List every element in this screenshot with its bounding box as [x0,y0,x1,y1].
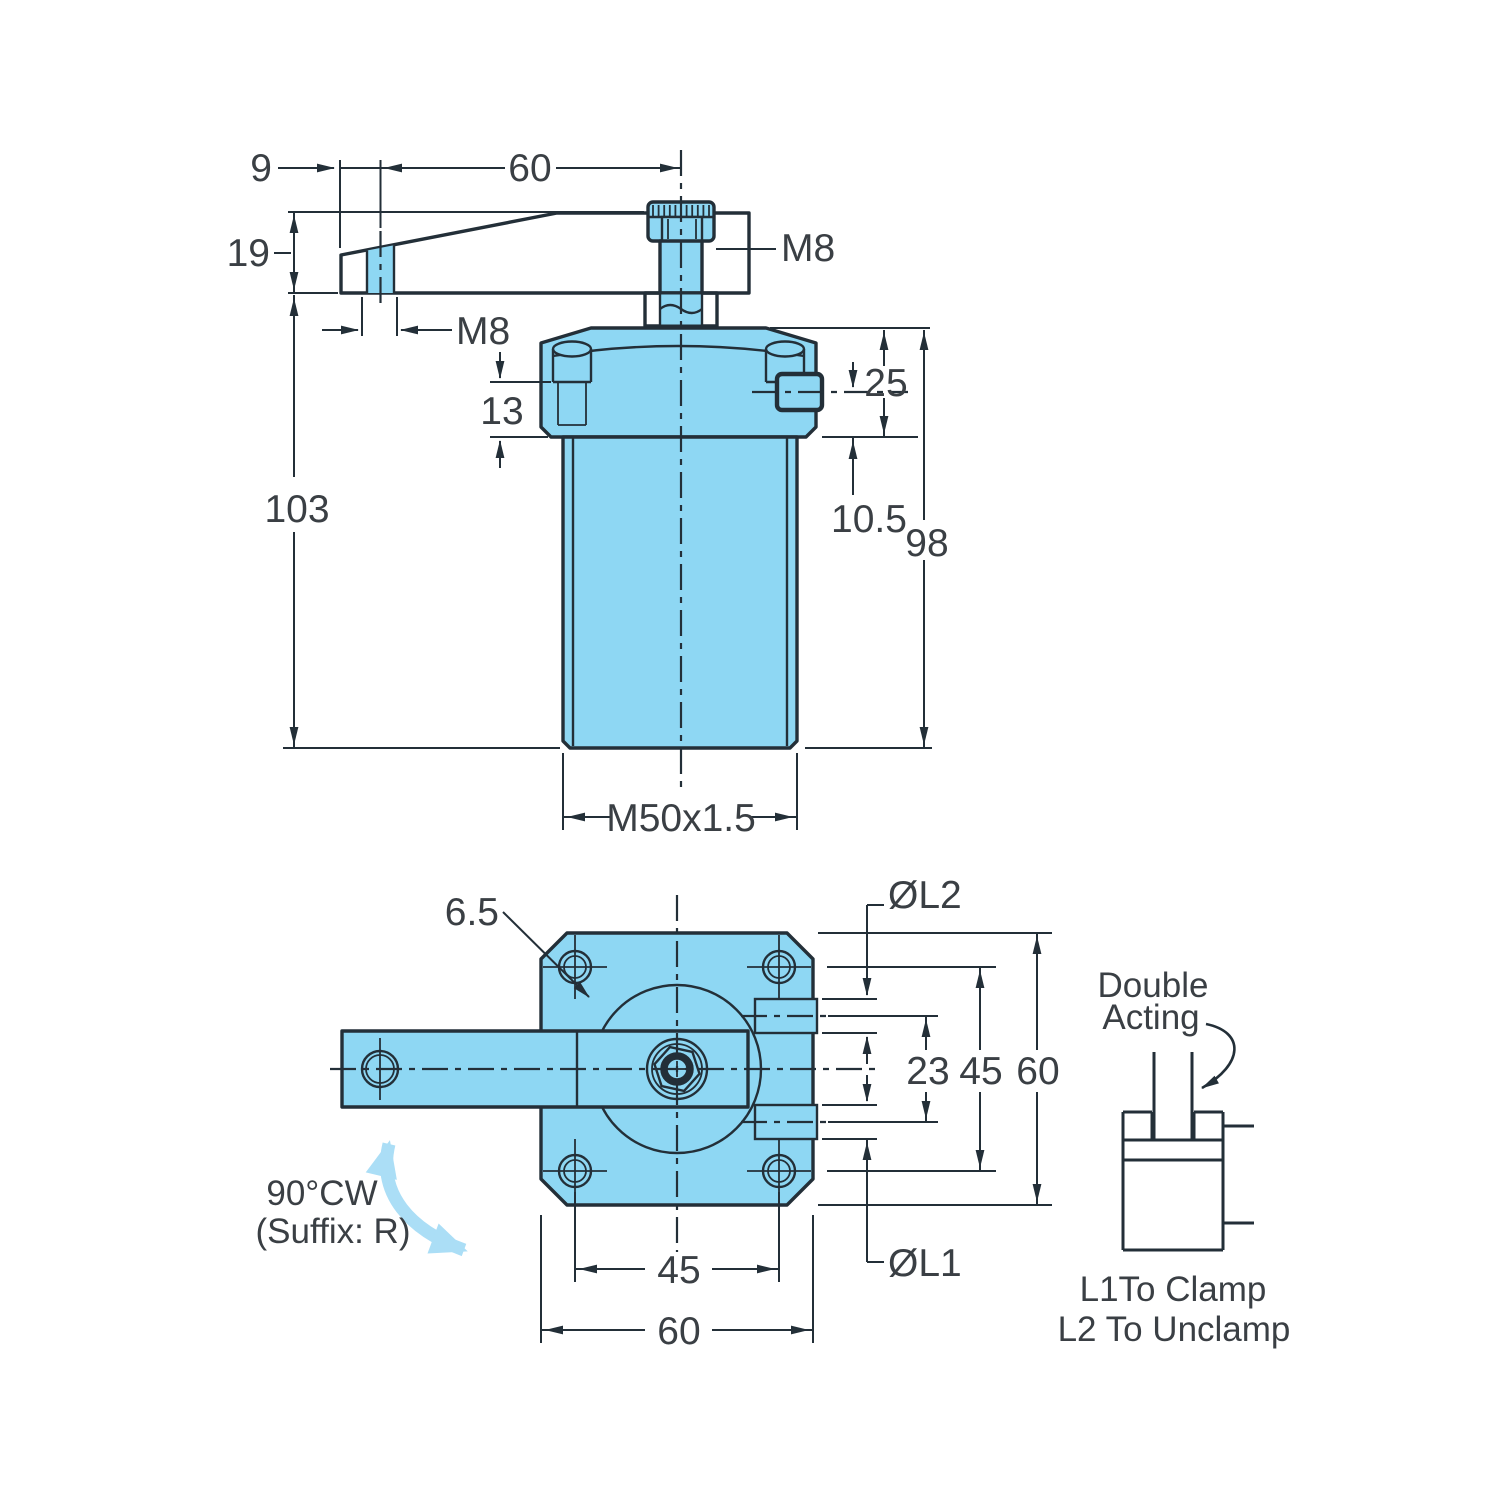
schematic-title-line1: Double [1098,966,1209,1005]
dim-6-5: 6.5 [445,891,499,934]
label-port-l1: ØL1 [888,1242,962,1285]
head-port-left [551,340,593,426]
plan-dimensions: 6.5 ØL2 ØL1 [445,874,1060,1353]
clamp-arm [339,211,751,303]
dim-25: 25 [864,362,907,405]
schematic-leader-arrow [1201,1022,1236,1090]
rotation-note-line2: (Suffix: R) [256,1212,411,1251]
dim-60-bottom: 60 [657,1310,700,1353]
dim-45-bottom: 45 [657,1249,700,1292]
dim-23: 23 [906,1050,949,1093]
plan-view: 90°CW (Suffix: R) 6.5 ØL2 [256,874,1060,1353]
dim-103: 103 [264,488,329,531]
schematic-note-l2: L2 To Unclamp [1058,1310,1291,1349]
front-view: 9 60 19 103 [227,147,949,840]
dim-19: 19 [227,232,270,275]
label-arm-thread: M8 [456,310,510,353]
dim-13: 13 [480,390,523,433]
cylinder-body [561,435,799,750]
dim-10-5: 10.5 [831,498,907,541]
cylinder-symbol [1121,1052,1254,1252]
dim-45-right: 45 [959,1050,1002,1093]
dim-60-arm: 60 [508,147,551,190]
label-bolt-thread: M8 [781,227,835,270]
dim-60-right: 60 [1016,1050,1059,1093]
front-dimensions: 9 60 19 103 [227,147,949,840]
dim-9: 9 [250,147,272,190]
label-port-l2: ØL2 [888,874,962,917]
rotation-arrow [365,1140,468,1257]
label-body-thread: M50x1.5 [606,797,756,840]
schematic-note-l1: L1To Clamp [1080,1270,1267,1309]
cylinder-head [539,326,908,439]
mount-hole [747,935,811,999]
double-acting-schematic: Double Acting L1To Clamp L2 To Unclamp [1058,966,1291,1349]
dim-98: 98 [905,522,948,565]
schematic-title-line2: Acting [1102,998,1199,1037]
rotation-note-line1: 90°CW [266,1174,377,1213]
